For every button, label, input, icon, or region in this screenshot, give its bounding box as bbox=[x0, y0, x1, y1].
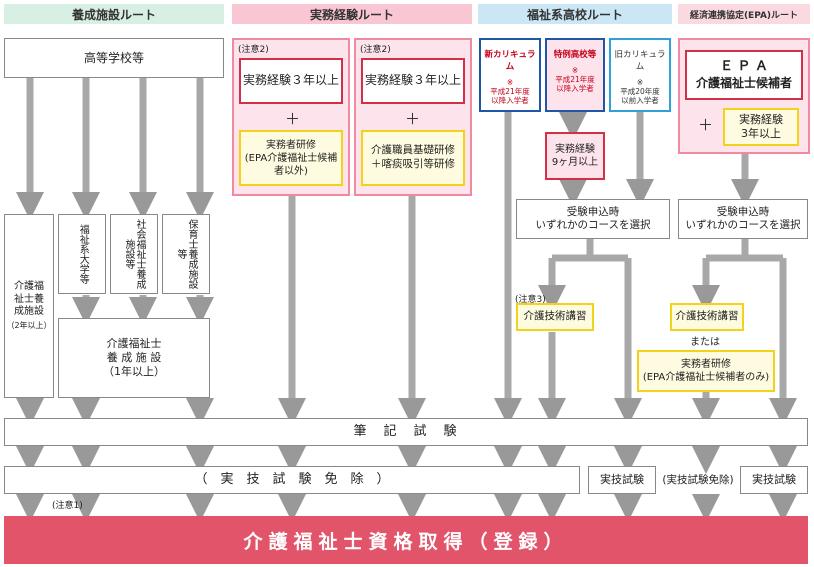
epa-candidate-l1: Ｅ Ｐ Ａ bbox=[719, 58, 769, 74]
or-label: または bbox=[690, 337, 720, 348]
note2-a: (注意2) bbox=[238, 45, 269, 55]
welfare-university-label: 福祉系大学等 bbox=[77, 224, 89, 284]
care-worker-school-2yr-box: 介護福祉士養成施設 （2年以上） bbox=[4, 214, 54, 398]
care-worker-school-1yr-l1: 介護福祉士 bbox=[106, 337, 162, 351]
plus-b: ＋ bbox=[405, 110, 421, 128]
care-worker-school-2yr-label: 介護福祉士養成施設 bbox=[14, 281, 44, 318]
practical-exam-box-hs: 実技試験 bbox=[588, 466, 656, 494]
header-welfare-hs-route: 福祉系高校ルート bbox=[478, 4, 672, 24]
plus-a: ＋ bbox=[285, 110, 301, 128]
care-worker-school-1yr-l2: 養 成 施 設 bbox=[106, 351, 162, 365]
special-school-box: 特例高校等 ※ 平成21年度 以降入学者 bbox=[545, 38, 605, 112]
old-curriculum-box: 旧カリキュラム ※ 平成20年度 以前入学者 bbox=[609, 38, 671, 112]
new-curriculum-title: 新カリキュラム bbox=[484, 50, 536, 72]
skill-course-box-hs: 介護技術講習 bbox=[516, 303, 594, 331]
epa-candidate-box: Ｅ Ｐ Ａ 介護福祉士候補者 bbox=[685, 50, 803, 100]
experience-3yr-box-a: 実務経験３年以上 bbox=[239, 58, 343, 104]
practical-exempt-epa: (実技試験免除) bbox=[662, 474, 734, 486]
old-curriculum-title: 旧カリキュラム bbox=[614, 50, 666, 72]
care-worker-school-1yr-l3: （1年以上） bbox=[103, 364, 165, 378]
note3: (注意3) bbox=[515, 295, 546, 305]
skill-course-box-epa: 介護技術講習 bbox=[670, 303, 744, 331]
welfare-university-box: 福祉系大学等 bbox=[58, 214, 106, 294]
care-worker-school-1yr-box: 介護福祉士 養 成 施 設 （1年以上） bbox=[58, 318, 210, 398]
nursery-school-label: 保育士養成施設等 bbox=[175, 219, 197, 289]
note1: (注意1) bbox=[52, 501, 83, 511]
course-select-box-epa: 受験申込時 いずれかのコースを選択 bbox=[678, 199, 808, 239]
care-worker-school-2yr-note: （2年以上） bbox=[6, 320, 52, 330]
epa-practitioner-training-box: 実務者研修 (EPA介護福祉士候補者のみ) bbox=[637, 350, 775, 392]
practitioner-training-box: 実務者研修 (EPA介護福祉士候補者以外) bbox=[239, 130, 343, 186]
social-welfare-school-box: 社会福祉士養成施設等 bbox=[110, 214, 158, 294]
practical-exam-box-epa: 実技試験 bbox=[740, 466, 808, 494]
epa-experience-3yr-box: 実務経験 3年以上 bbox=[723, 108, 799, 146]
header-training-route: 養成施設ルート bbox=[4, 4, 224, 24]
practical-exempt-bar: （ 実 技 試 験 免 除 ） bbox=[4, 466, 580, 494]
basic-training-box: 介護職員基礎研修 ＋喀痰吸引等研修 bbox=[361, 130, 465, 186]
epa-candidate-l2: 介護福祉士候補者 bbox=[695, 75, 792, 90]
note2-b: (注意2) bbox=[360, 45, 391, 55]
old-curriculum-sub: ※ 平成20年度 以前入学者 bbox=[620, 78, 660, 105]
certification-result-bar: 介護福祉士資格取得（登録） bbox=[4, 516, 808, 564]
special-school-sub: ※ 平成21年度 以降入学者 bbox=[555, 66, 595, 93]
high-school-box: 高等学校等 bbox=[4, 38, 224, 78]
experience-3yr-box-b: 実務経験３年以上 bbox=[361, 58, 465, 104]
course-select-box-hs: 受験申込時 いずれかのコースを選択 bbox=[516, 199, 670, 239]
special-school-title: 特例高校等 bbox=[553, 50, 597, 60]
epa-plus: ＋ bbox=[698, 116, 714, 134]
header-experience-route: 実務経験ルート bbox=[232, 4, 472, 24]
written-exam-bar: 筆 記 試 験 bbox=[4, 418, 808, 446]
experience-9month-box: 実務経験 9ヶ月以上 bbox=[545, 132, 605, 180]
new-curriculum-box: 新カリキュラム ※ 平成21年度 以降入学者 bbox=[479, 38, 541, 112]
header-epa-route: 経済連携協定(EPA)ルート bbox=[678, 4, 810, 24]
social-welfare-school-label: 社会福祉士養成施設等 bbox=[123, 219, 145, 289]
new-curriculum-sub: ※ 平成21年度 以降入学者 bbox=[490, 78, 530, 105]
nursery-school-box: 保育士養成施設等 bbox=[162, 214, 210, 294]
